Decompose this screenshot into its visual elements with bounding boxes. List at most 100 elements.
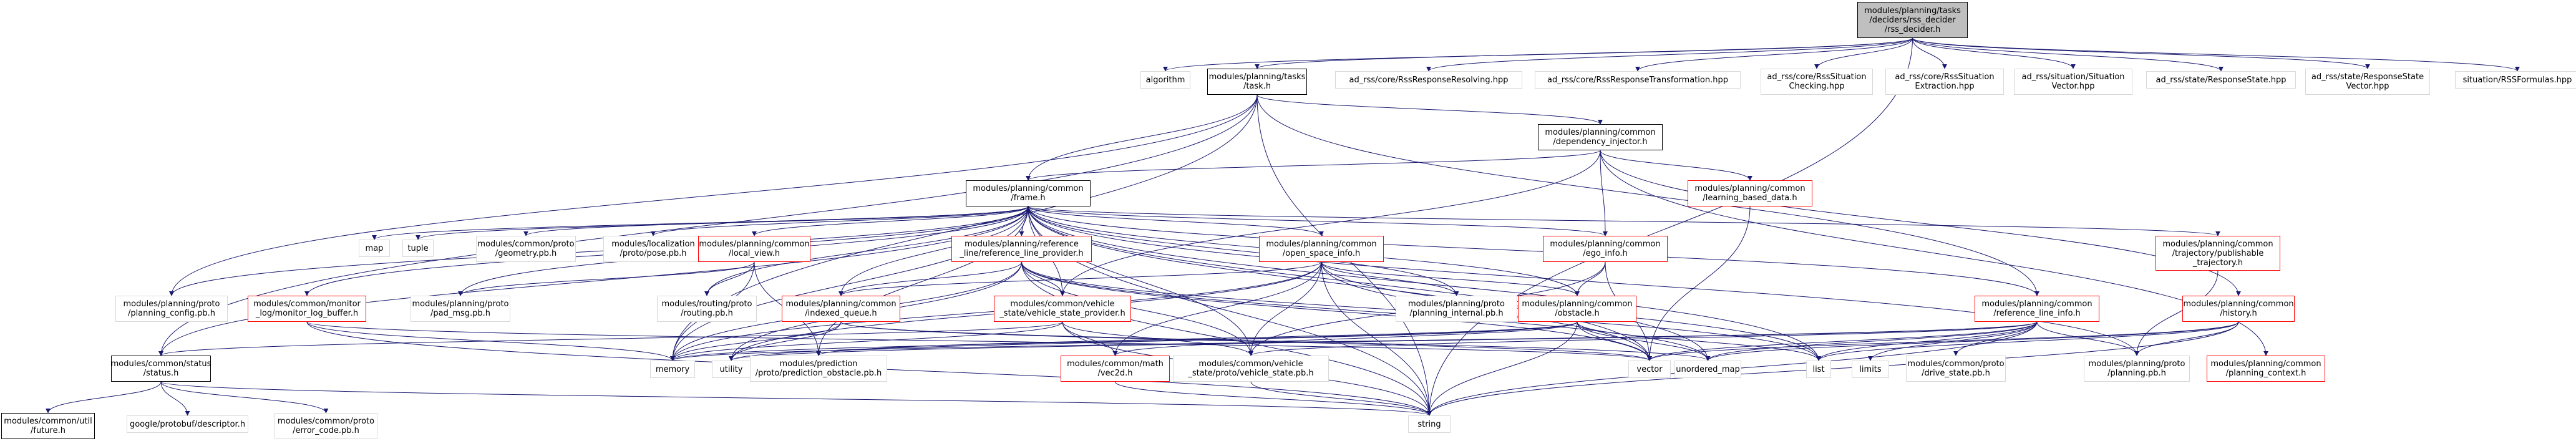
edge-reflineinfo-to-vector: [1647, 321, 2038, 361]
edge-vec2d-to-string: [1115, 381, 1432, 416]
node-descriptor: google/protobuf/descriptor.h: [127, 415, 248, 433]
edge-frame-to-egoinfo: [1028, 206, 1608, 236]
edge-reflineprovider-to-unorderedmap: [1021, 261, 1711, 361]
edge-root-to-rss_sitextract: [1912, 37, 1947, 69]
edge-history-to-unorderedmap: [1705, 321, 2239, 361]
node-task[interactable]: modules/planning/tasks /task.h: [1207, 69, 1307, 95]
edge-status-to-descriptor: [160, 381, 190, 416]
edge-obstacle-to-utility: [729, 321, 1578, 361]
node-planningctx[interactable]: modules/planning/common /planning_contex…: [2207, 356, 2325, 382]
edge-depinjector-to-egoinfo: [1600, 150, 1608, 236]
node-egoinfo[interactable]: modules/planning/common /ego_info.h: [1543, 236, 1668, 262]
node-learningdata[interactable]: modules/planning/common /learning_based_…: [1688, 180, 1812, 206]
edge-localview-to-padmsg: [458, 261, 755, 296]
edge-obstacle-to-predobstacle: [816, 321, 1578, 356]
node-reflineinfo[interactable]: modules/planning/common /reference_line_…: [1975, 296, 2099, 322]
edge-status-to-future: [46, 381, 162, 414]
edge-frame-to-planinternal: [1028, 206, 1459, 296]
edge-frame-to-planningpb: [1028, 206, 2139, 356]
node-utility: utility: [712, 361, 751, 378]
edge-root-to-respstatevec: [1912, 37, 2370, 69]
node-memory: memory: [650, 361, 695, 378]
edge-reflineinfo-to-limits: [1868, 321, 2038, 361]
edge-obstacle-to-vec2d: [1112, 321, 1578, 356]
node-future[interactable]: modules/common/util /future.h: [1, 413, 95, 439]
edge-openspace-to-planinternal: [1321, 261, 1459, 296]
edge-obstacle-to-list: [1577, 321, 1821, 361]
node-pose: modules/localization /proto/pose.pb.h: [603, 236, 703, 262]
node-rss-transformation: ad_rss/core/RssResponseTransformation.hp…: [1535, 71, 1741, 89]
node-rss-sitextract: ad_rss/core/RssSituation Extraction.hpp: [1885, 69, 2004, 95]
edge-openspace-to-vec2d: [1112, 261, 1322, 356]
node-indexedqueue[interactable]: modules/planning/common /indexed_queue.h: [782, 296, 900, 322]
node-reflineprovider[interactable]: modules/planning/reference _line/referen…: [951, 236, 1092, 262]
node-rss-sitcheck: ad_rss/core/RssSituation Checking.hpp: [1761, 69, 1873, 95]
node-monitorlog[interactable]: modules/common/monitor _log/monitor_log_…: [248, 296, 366, 322]
edge-history-to-vector: [1647, 321, 2239, 361]
edge-history-to-list: [1816, 321, 2239, 361]
node-algorithm: algorithm: [1140, 71, 1190, 89]
edge-vehstatepb-to-string: [1250, 381, 1432, 416]
edge-frame-to-routing: [704, 206, 1029, 296]
edge-frame-to-status: [158, 206, 1029, 356]
edge-frame-to-localview: [752, 206, 1029, 236]
edge-frame-to-planningconfig: [169, 206, 1029, 296]
edge-depinjector-to-frame: [1026, 150, 1601, 181]
node-localview[interactable]: modules/planning/common /local_view.h: [698, 236, 810, 262]
node-frame[interactable]: modules/planning/common /frame.h: [966, 180, 1091, 206]
edge-root-to-rss_resolving: [1426, 37, 1913, 72]
edge-indexedqueue-to-utility: [729, 321, 842, 361]
node-status[interactable]: modules/common/status /status.h: [111, 356, 211, 382]
edge-vehstateprov-to-vehstatepb: [1062, 321, 1253, 356]
edge-openspace-to-vehstatepb: [1248, 261, 1322, 356]
edge-status-to-errorcode: [160, 381, 329, 414]
edge-egoinfo-to-obstacle: [1575, 261, 1606, 296]
edge-reflineprovider-to-vector: [1021, 261, 1652, 361]
edge-root-to-string: [1427, 37, 1913, 416]
node-root[interactable]: modules/planning/tasks /deciders/rss_dec…: [1857, 2, 1968, 38]
node-respstate: ad_rss/state/ResponseState.hpp: [2146, 71, 2296, 89]
edge-reflineinfo-to-unorderedmap: [1705, 321, 2038, 361]
edge-reflineinfo-to-drivestate: [1953, 321, 2038, 356]
node-vec2d[interactable]: modules/common/math /vec2d.h: [1061, 356, 1170, 382]
node-vector: vector: [1628, 361, 1671, 378]
node-list: list: [1806, 361, 1831, 378]
edge-status-to-string: [160, 381, 1432, 416]
node-respstatevec: ad_rss/state/ResponseState Vector.hpp: [2305, 69, 2430, 95]
edge-indexedqueue-to-memory: [670, 321, 842, 361]
node-geometry: modules/common/proto /geometry.pb.h: [476, 236, 576, 262]
edge-frame-to-indexedqueue: [838, 206, 1029, 296]
node-obstacle[interactable]: modules/planning/common /obstacle.h: [1518, 296, 1636, 322]
edge-task-to-frame: [1026, 94, 1258, 181]
node-unorderedmap: unordered_map: [1674, 361, 1741, 378]
node-rss-resolving: ad_rss/core/RssResponseResolving.hpp: [1335, 71, 1522, 89]
edge-depinjector-to-learningdata: [1600, 150, 1752, 181]
edge-learningdata-to-vector: [1647, 206, 1751, 361]
node-history[interactable]: modules/planning/common /history.h: [2182, 296, 2295, 322]
edge-frame-to-vehstatepb: [1028, 206, 1253, 356]
edge-root-to-task: [1255, 37, 1913, 69]
node-drivestate: modules/common/proto /drive_state.pb.h: [1906, 356, 2006, 382]
node-depinjector[interactable]: modules/planning/common /dependency_inje…: [1538, 124, 1663, 150]
node-sitvector: ad_rss/situation/Situation Vector.hpp: [2014, 69, 2132, 95]
node-openspace[interactable]: modules/planning/common /open_space_info…: [1259, 236, 1384, 262]
node-vehstatepb: modules/common/vehicle _state/proto/vehi…: [1173, 356, 1329, 382]
edge-frame-to-trajpub: [1028, 206, 2220, 236]
edge-openspace-to-indexedqueue: [838, 261, 1322, 296]
edge-history-to-planningpb: [2134, 321, 2239, 356]
edge-reflineinfo-to-vehstatepb: [1248, 321, 2038, 356]
node-routing: modules/routing/proto /routing.pb.h: [657, 296, 757, 322]
edge-task-to-planningconfig: [169, 94, 1258, 296]
edge-reflineinfo-to-list: [1816, 321, 2038, 361]
edge-vehstateprov-to-vec2d: [1062, 321, 1118, 356]
edge-vehstateprov-to-memory: [670, 321, 1063, 361]
node-vehstateprov[interactable]: modules/common/vehicle _state/vehicle_st…: [994, 296, 1131, 322]
edge-task-to-reflineinfo: [1256, 94, 2039, 296]
edge-reflineinfo-to-utility: [729, 321, 2038, 361]
node-predobstacle: modules/prediction /proto/prediction_obs…: [750, 356, 887, 382]
node-trajpub[interactable]: modules/planning/common /trajectory/publ…: [2156, 236, 2280, 271]
edge-frame-to-reflineinfo: [1028, 206, 2039, 296]
edge-obstacle-to-vector: [1577, 321, 1652, 361]
edge-vehstateprov-to-status: [158, 321, 1063, 356]
edge-frame-to-memory: [670, 206, 1029, 361]
